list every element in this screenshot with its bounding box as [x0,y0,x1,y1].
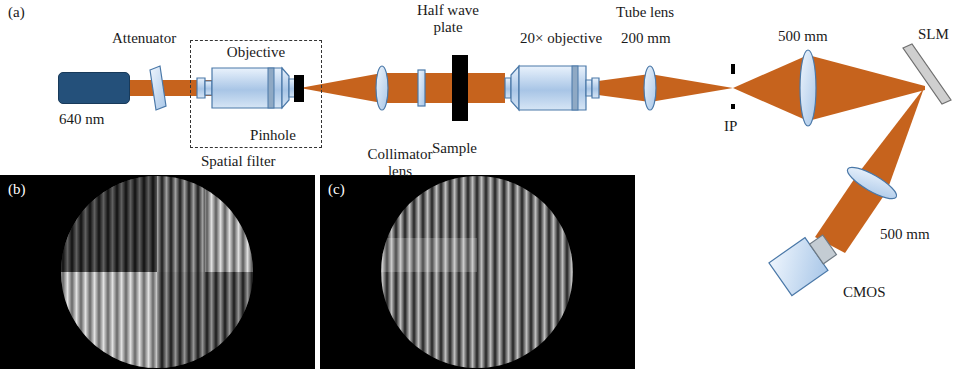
beam-segment [650,74,733,102]
cmos-camera [769,228,841,295]
pinhole-group: Pinhole [230,127,316,147]
objective-part [212,68,282,108]
panel-label: (c) [328,181,345,198]
objective-20x [505,66,599,110]
objective-group: Objective [200,44,312,64]
lens [376,66,388,110]
fringe-panel [0,175,315,369]
objective-band [572,66,578,110]
pinhole [294,75,304,102]
dimension-label: 500 mm [778,28,828,45]
panel-label: (a) [8,4,25,21]
objective-lens [197,68,295,108]
beam-segment [382,73,505,103]
phase-region [381,238,477,272]
attenuator-plate [150,66,166,110]
objective-part [282,68,289,108]
half-wave-plate [418,70,425,106]
component-label: Tube lens [616,4,674,21]
laser-source: 640 nm [58,72,130,104]
objective-band [268,68,274,108]
objective-part [592,78,599,98]
sample [452,55,468,121]
objective-part [519,66,586,110]
image-plane-mark [731,104,735,109]
node-label: Pinhole [230,127,316,144]
phase-region [61,272,157,369]
component-label: IP [724,118,737,135]
lens [644,66,656,110]
objective-part [586,80,592,96]
objective-part [197,78,205,98]
component-label: SLM [918,26,949,43]
image-plane-mark [731,64,735,74]
camera-mount [810,235,837,264]
component-label: Collimator lens [358,146,442,181]
dimension-label: 500 mm [880,226,930,243]
beam-segment [598,74,650,102]
component-label: Half wave plate [406,2,490,37]
lens [844,162,900,204]
panel-label: (b) [8,181,26,198]
component-label: Sample [432,140,477,157]
beam-segment [733,55,808,121]
objective-part [505,78,511,98]
phase-region [61,176,157,272]
objective-part [511,66,519,110]
phase-region [205,176,255,272]
component-label: Attenuator [112,30,176,47]
node-label: 640 nm [59,111,104,128]
beam-segment [300,73,382,103]
fringe-panel [320,175,635,369]
slm [903,44,951,104]
component-label: 20× objective [520,30,602,47]
phase-region [157,176,205,272]
node-label: Objective [200,44,312,61]
dimension-label: 200 mm [621,30,671,47]
phase-region [157,272,255,369]
lens [800,50,816,126]
component-label: CMOS [843,284,886,301]
node-label: Spatial filter [201,153,276,170]
objective-part [205,81,212,95]
panel-ground [0,175,315,369]
phase-region [381,176,575,369]
panel-ground [320,175,635,369]
spatial-filter-box: Spatial filterObjectivePinhole [190,40,322,148]
